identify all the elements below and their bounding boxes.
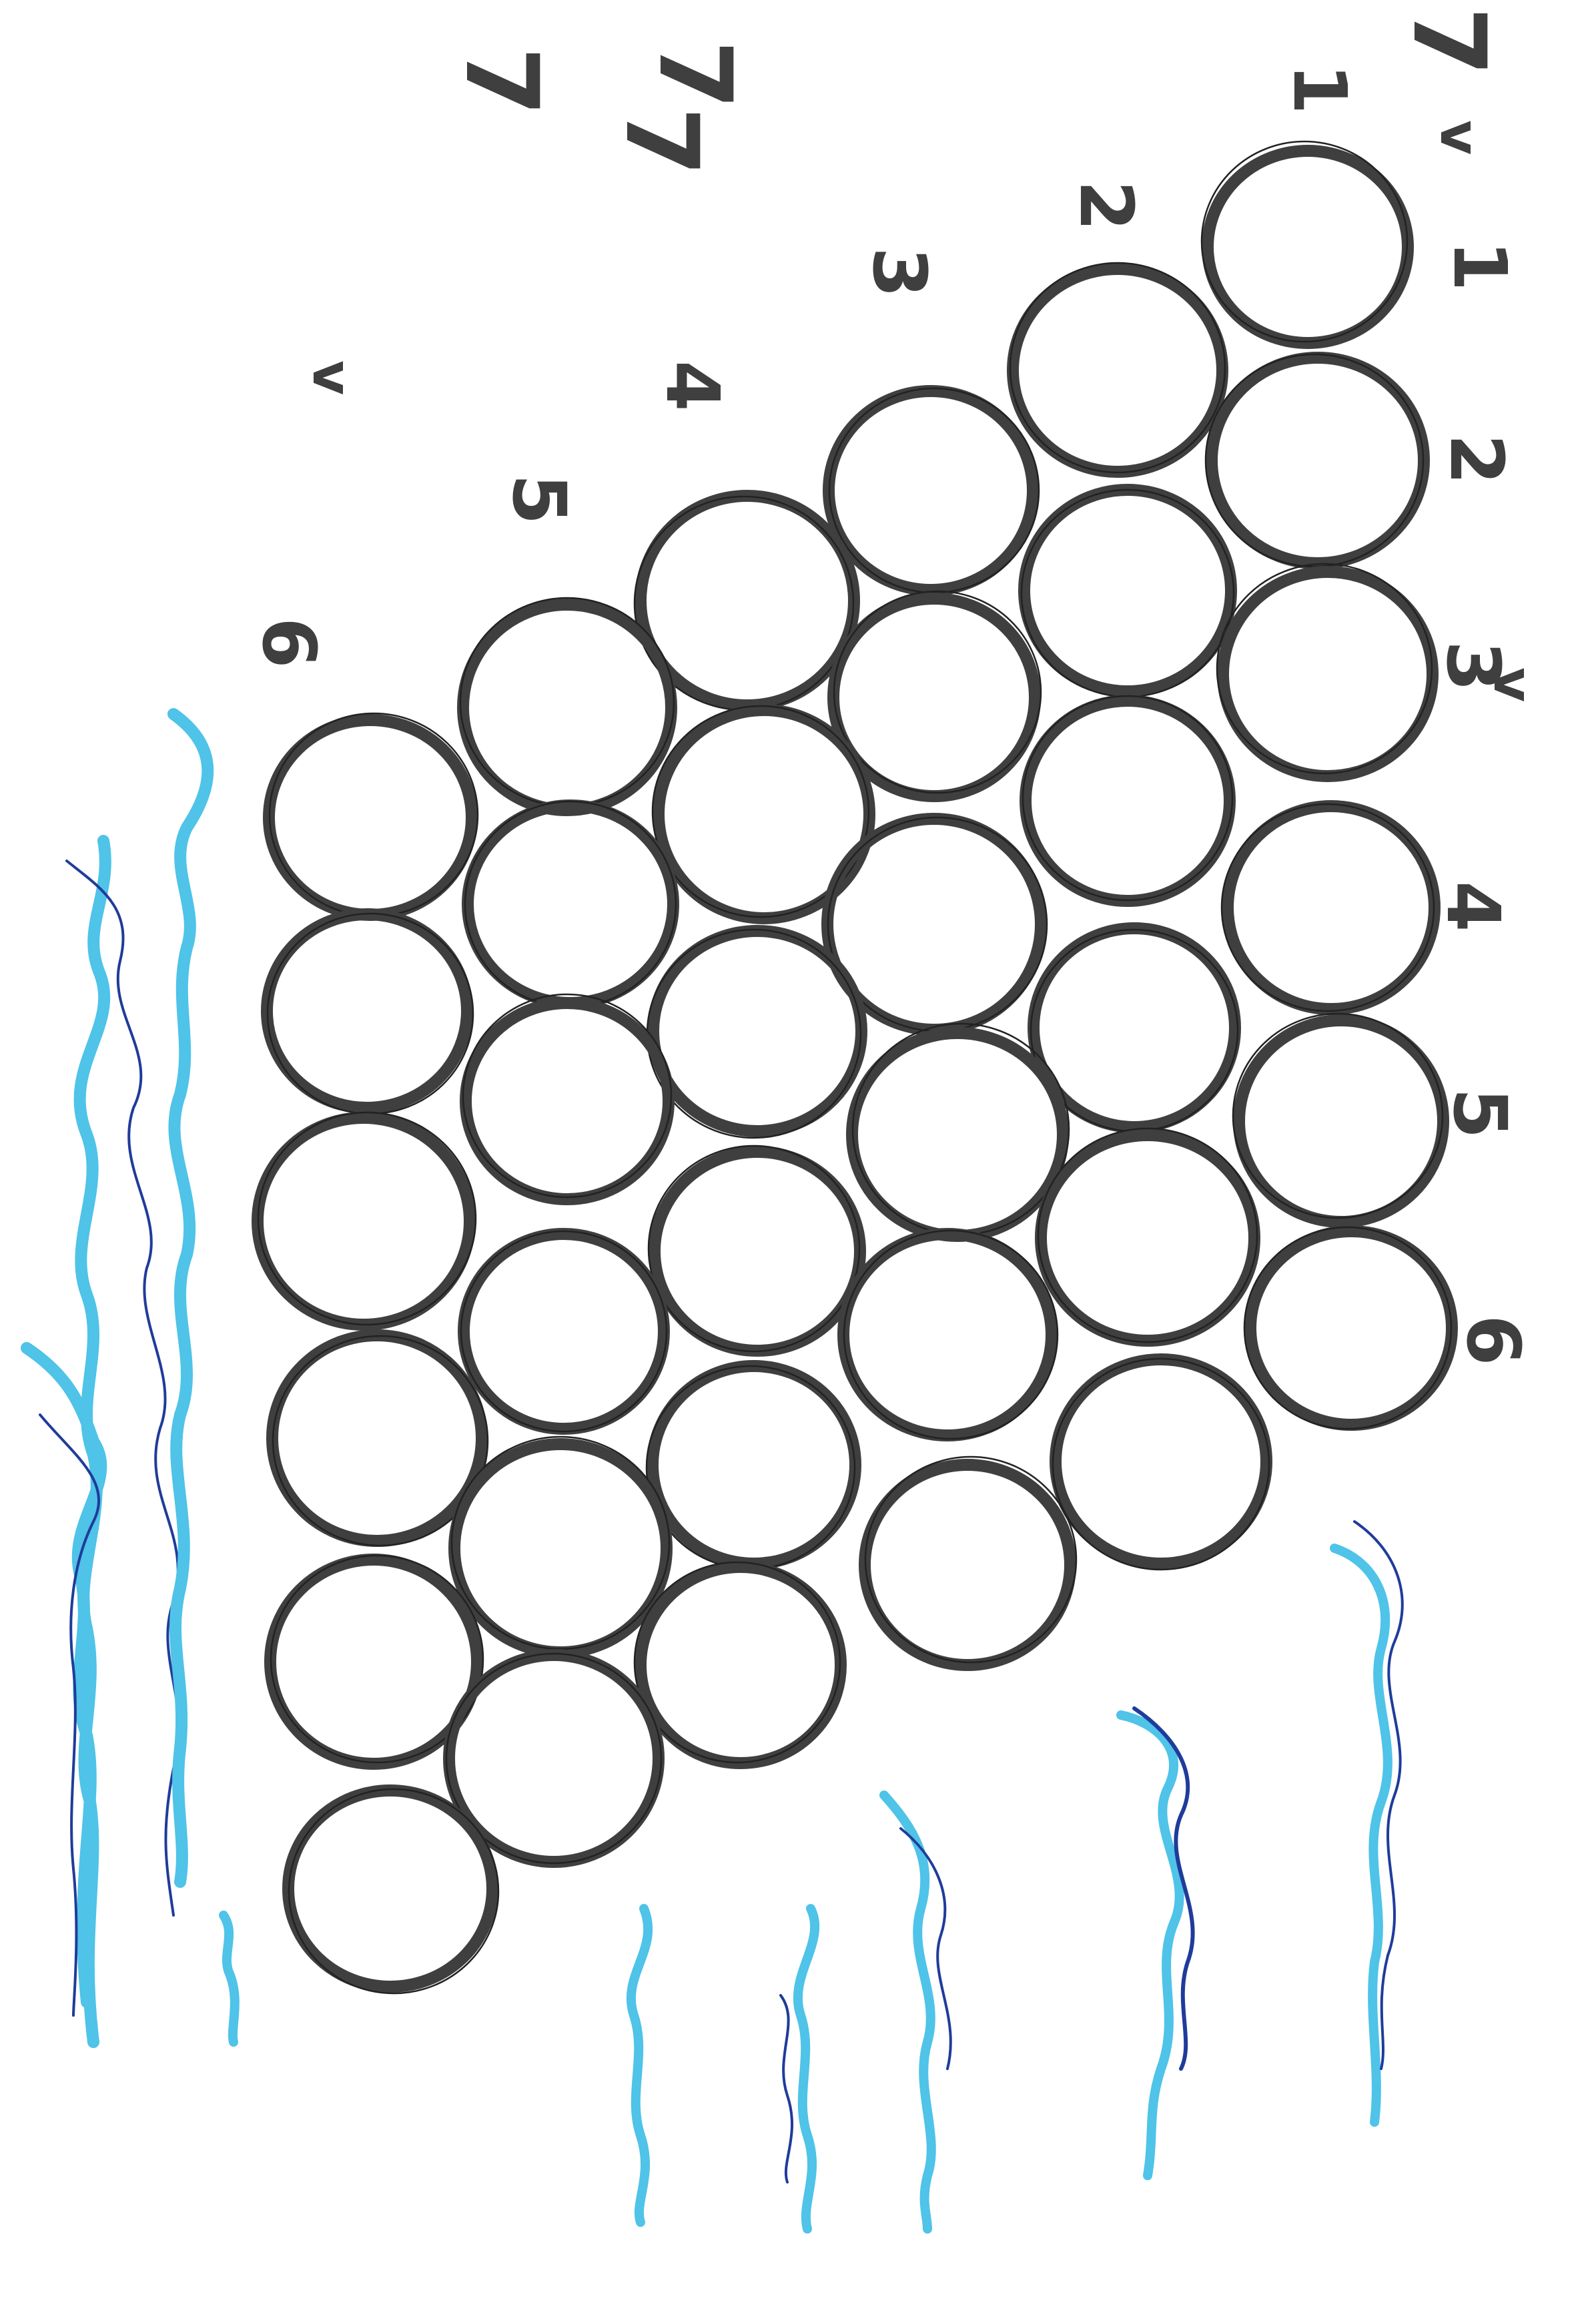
right-label: 2: [1434, 434, 1519, 485]
circle: [1007, 262, 1228, 478]
circle: [252, 1111, 477, 1331]
right-label: 6: [1451, 1315, 1536, 1366]
circle: [837, 1228, 1059, 1441]
wavy-line: [219, 1911, 240, 2047]
loose-mark: v: [1482, 667, 1544, 702]
circle: [647, 1144, 866, 1357]
circle: [651, 704, 875, 924]
circle: [1050, 1353, 1272, 1571]
top-row-labels: 1 2 3 4 5 6: [246, 63, 1362, 669]
right-label: 1: [1437, 240, 1523, 292]
wavy-line: [1353, 1520, 1404, 2070]
circle: [264, 1554, 484, 1770]
circle: [1232, 1012, 1449, 1228]
circle: [457, 597, 677, 816]
circle: [263, 712, 479, 921]
loose-mark: 7: [443, 47, 559, 116]
right-label: 3: [1431, 641, 1516, 692]
circle: [458, 1228, 670, 1435]
loose-mark: 7: [637, 40, 753, 109]
circle: [462, 799, 679, 1009]
circle: [645, 1360, 861, 1570]
top-label: 6: [246, 617, 332, 669]
top-label: 4: [650, 360, 735, 412]
loose-mark: v: [1429, 120, 1491, 155]
top-label: 1: [1277, 63, 1362, 115]
loose-marks: 7 7 7 7 v v v: [301, 7, 1544, 702]
circle: [261, 908, 474, 1115]
wavy-line: [1132, 1706, 1195, 2071]
circle: [827, 590, 1042, 802]
loose-mark: 7: [603, 107, 719, 176]
wavy-line: [879, 1790, 936, 2234]
top-label: 5: [496, 474, 582, 525]
top-label: 2: [1064, 180, 1149, 232]
circle: [460, 993, 675, 1205]
circle-grid: [252, 140, 1458, 1995]
circle: [633, 1561, 847, 1769]
circle: [646, 925, 867, 1139]
right-column-labels: 1 2 3 4 5 6: [1431, 240, 1536, 1366]
right-label: 4: [1431, 881, 1516, 932]
circle: [282, 1784, 500, 1995]
circle: [859, 1455, 1078, 1671]
circle: [823, 385, 1040, 596]
wavy-line: [167, 708, 214, 1888]
wavy-line: [626, 1904, 653, 2227]
circle: [448, 1435, 673, 1658]
wavy-line: [1116, 1710, 1184, 2180]
wavy-lines-left: [21, 708, 240, 2048]
circle: [1020, 695, 1236, 907]
wavy-line: [779, 1994, 793, 2184]
circle: [1220, 800, 1441, 1015]
circle: [443, 1649, 665, 1868]
wavy-line: [21, 1342, 107, 2008]
top-label: 3: [857, 247, 942, 298]
wavy-line: [793, 1904, 820, 2234]
circle: [1018, 484, 1237, 698]
loose-mark: v: [301, 360, 363, 395]
circle: [1243, 1225, 1458, 1431]
circle: [266, 1329, 489, 1547]
wavy-line: [39, 1413, 100, 2017]
circle: [1216, 563, 1439, 782]
right-label: 5: [1437, 1088, 1523, 1139]
loose-mark: 7: [1390, 7, 1507, 76]
circle: [1204, 352, 1430, 569]
circle: [1200, 140, 1414, 349]
wavy-line: [899, 1827, 952, 2070]
wavy-lines-bottom: [626, 1520, 1404, 2234]
circle: [1035, 1127, 1260, 1347]
wavy-line: [1330, 1544, 1392, 2127]
